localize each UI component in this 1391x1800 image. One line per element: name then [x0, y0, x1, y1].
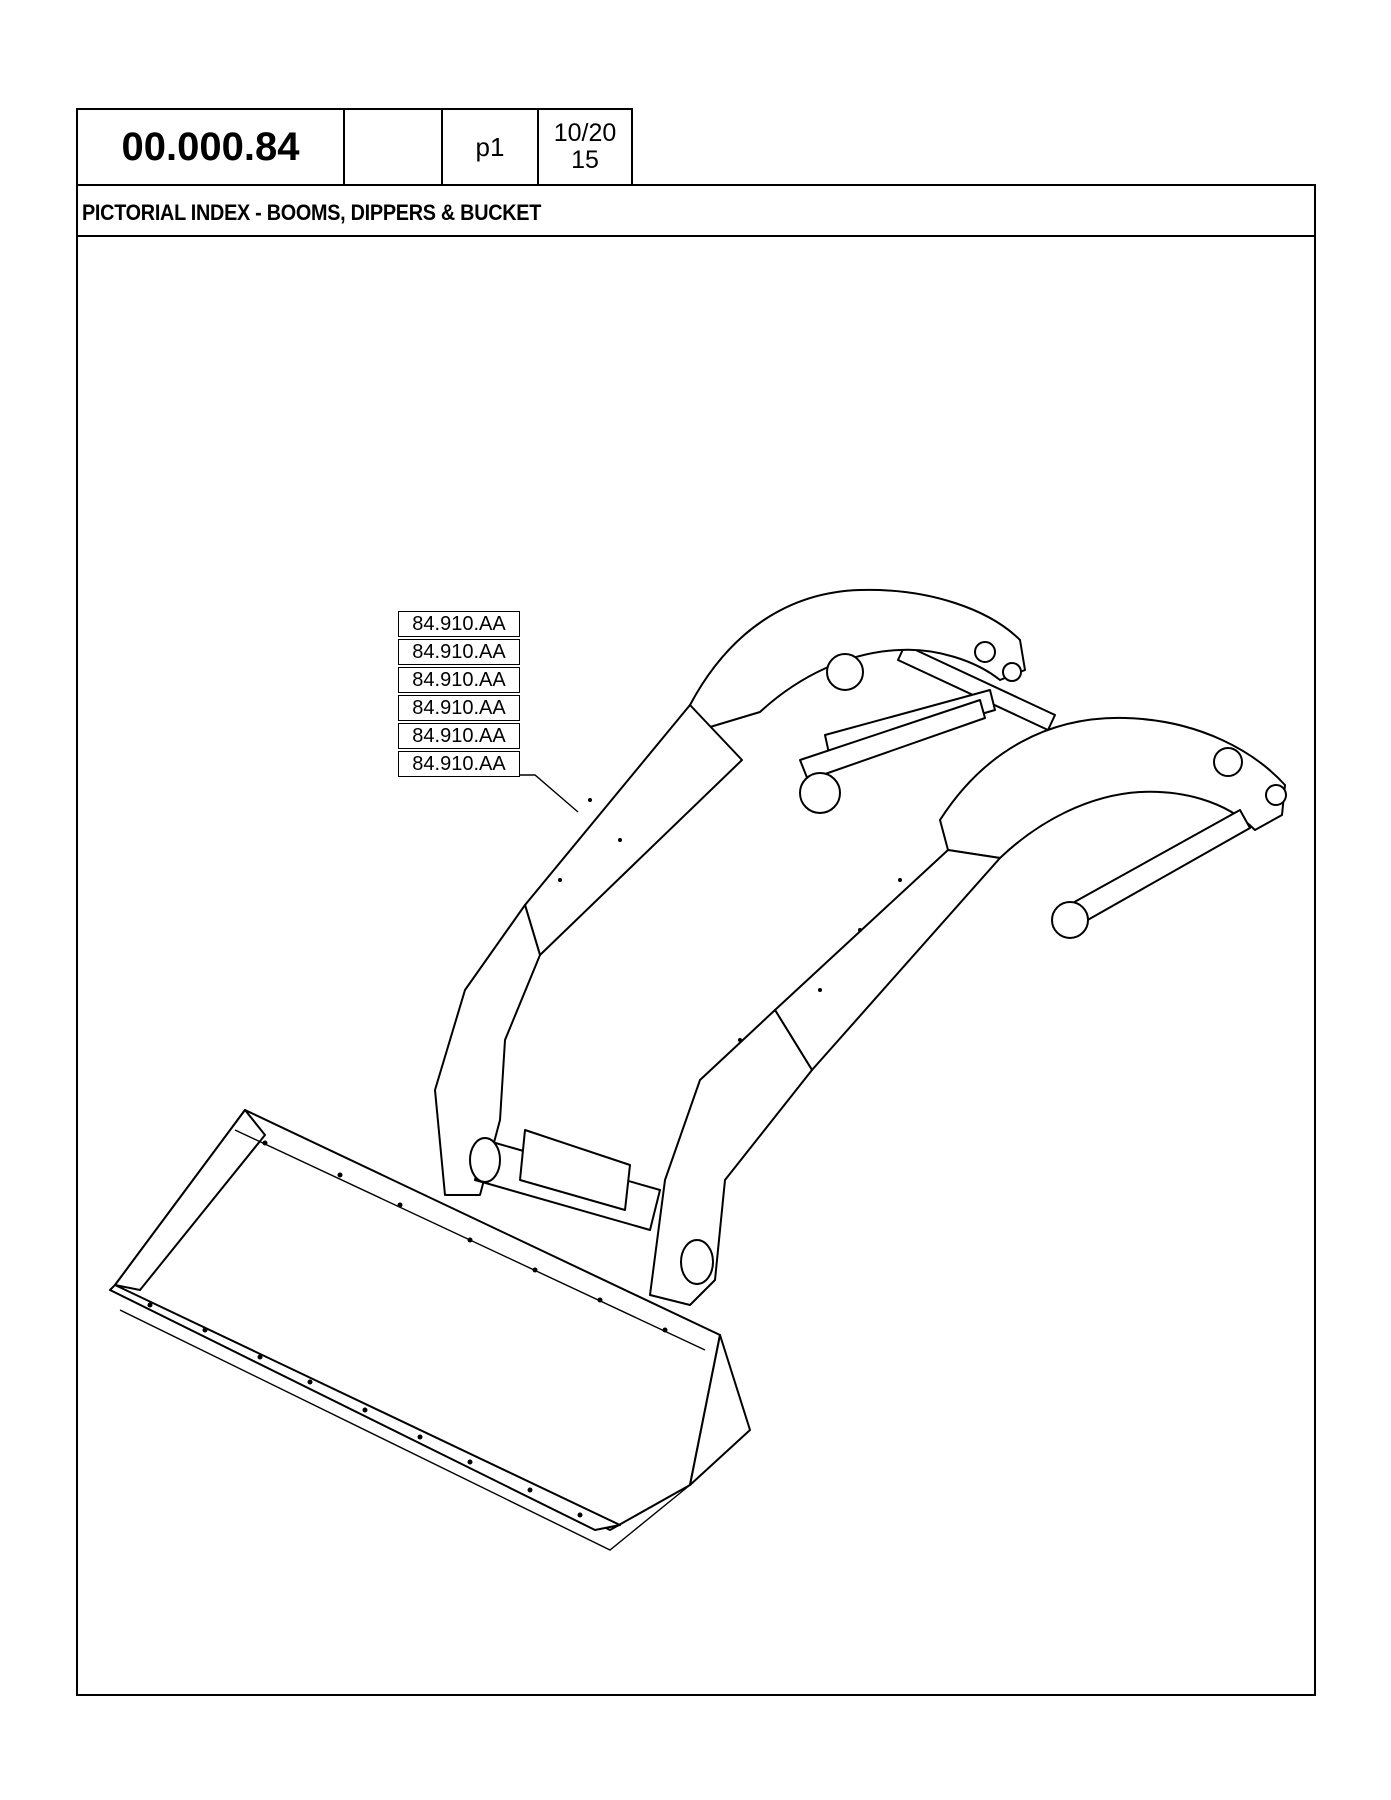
- callout-label: 84.910.AA: [398, 723, 520, 749]
- right-boom-arm: [774, 849, 1001, 1071]
- issue-date: 10/2015: [537, 108, 633, 186]
- content-frame: PICTORIAL INDEX - BOOMS, DIPPERS & BUCKE…: [76, 184, 1316, 1696]
- left-boom-bolt: [974, 641, 996, 663]
- right-boom-upper: [939, 716, 1286, 859]
- left-cylinder-rod: [799, 699, 986, 781]
- rivet-dots: [147, 798, 902, 1518]
- section-title: PICTORIAL INDEX - BOOMS, DIPPERS & BUCKE…: [82, 200, 542, 225]
- right-cylinder: [1059, 809, 1251, 931]
- left-dipper: [434, 904, 541, 1196]
- lower-bracket: [519, 1129, 631, 1211]
- callout-label: 84.910.AA: [398, 751, 520, 777]
- right-cylinder-pivot: [1051, 901, 1089, 939]
- callout-label: 84.910.AA: [398, 667, 520, 693]
- callout-leader-line: [520, 774, 579, 813]
- left-boom-nut: [1002, 662, 1022, 682]
- left-cylinder-pivot: [799, 772, 841, 814]
- left-cylinder-eye: [826, 653, 864, 691]
- bucket-right-side: [689, 1334, 751, 1486]
- bucket-left-side: [114, 1109, 266, 1291]
- right-boom-bolt: [1265, 784, 1287, 806]
- callout-label: 84.910.AA: [398, 695, 520, 721]
- lower-cross-tube-end: [469, 1137, 501, 1183]
- section-title-row: PICTORIAL INDEX - BOOMS, DIPPERS & BUCKE…: [78, 186, 1314, 237]
- right-dipper: [649, 1009, 813, 1306]
- right-dipper-boss: [680, 1239, 714, 1285]
- callout-label: 84.910.AA: [398, 639, 520, 665]
- issue-date-text: 10/2015: [553, 119, 617, 174]
- callout-label: 84.910.AA: [398, 611, 520, 637]
- bucket-cutting-edge: [119, 1309, 691, 1551]
- left-boom-arm: [524, 704, 743, 956]
- right-boom-pin: [1213, 747, 1243, 777]
